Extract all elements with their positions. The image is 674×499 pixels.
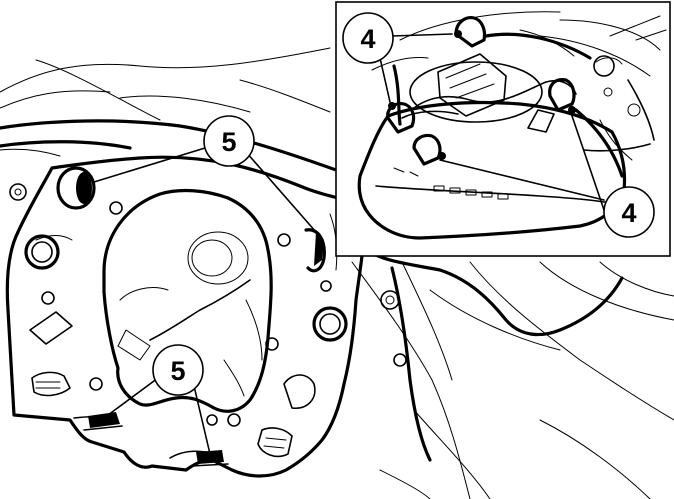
mounting-plate bbox=[5, 155, 366, 478]
steering-hub-interior bbox=[117, 231, 263, 397]
callout-5-upper: 5 bbox=[203, 115, 255, 167]
fastener-bottom-right bbox=[191, 450, 229, 467]
callout-5-lower: 5 bbox=[152, 344, 204, 396]
upper-trim-edge bbox=[0, 119, 338, 172]
callout-4-inset-top-label: 4 bbox=[360, 24, 375, 54]
wiring-harness-right bbox=[354, 242, 624, 337]
callout-4-inset-bottom-label: 4 bbox=[621, 198, 636, 228]
bulb-socket-middle bbox=[412, 133, 446, 166]
fastener-right-slot bbox=[304, 228, 326, 273]
clip-shapes bbox=[29, 311, 316, 458]
plate-holes bbox=[9, 183, 407, 427]
inset-wire-d bbox=[392, 64, 402, 126]
upper-trim-edge-2 bbox=[0, 140, 132, 150]
callout-5-lower-label: 5 bbox=[170, 356, 185, 386]
fastener-bottom-left bbox=[83, 412, 123, 431]
inset-wire-a bbox=[484, 32, 592, 60]
bulb-socket-left bbox=[386, 102, 416, 134]
background-body-lines bbox=[0, 47, 674, 499]
grommet-right bbox=[312, 306, 348, 342]
bulb-socket-top bbox=[454, 16, 487, 48]
fastener-upper-left bbox=[56, 166, 96, 210]
callout-5-upper-label: 5 bbox=[221, 127, 236, 157]
inset-wire-b bbox=[413, 79, 577, 109]
callout-4-inset-bottom: 4 bbox=[603, 186, 655, 238]
grommet-left bbox=[24, 234, 60, 270]
leader-lines bbox=[93, 33, 605, 455]
callout-4-inset-top: 4 bbox=[342, 12, 394, 64]
inset-wire-c bbox=[401, 110, 459, 119]
inset-wire-e bbox=[574, 108, 624, 178]
